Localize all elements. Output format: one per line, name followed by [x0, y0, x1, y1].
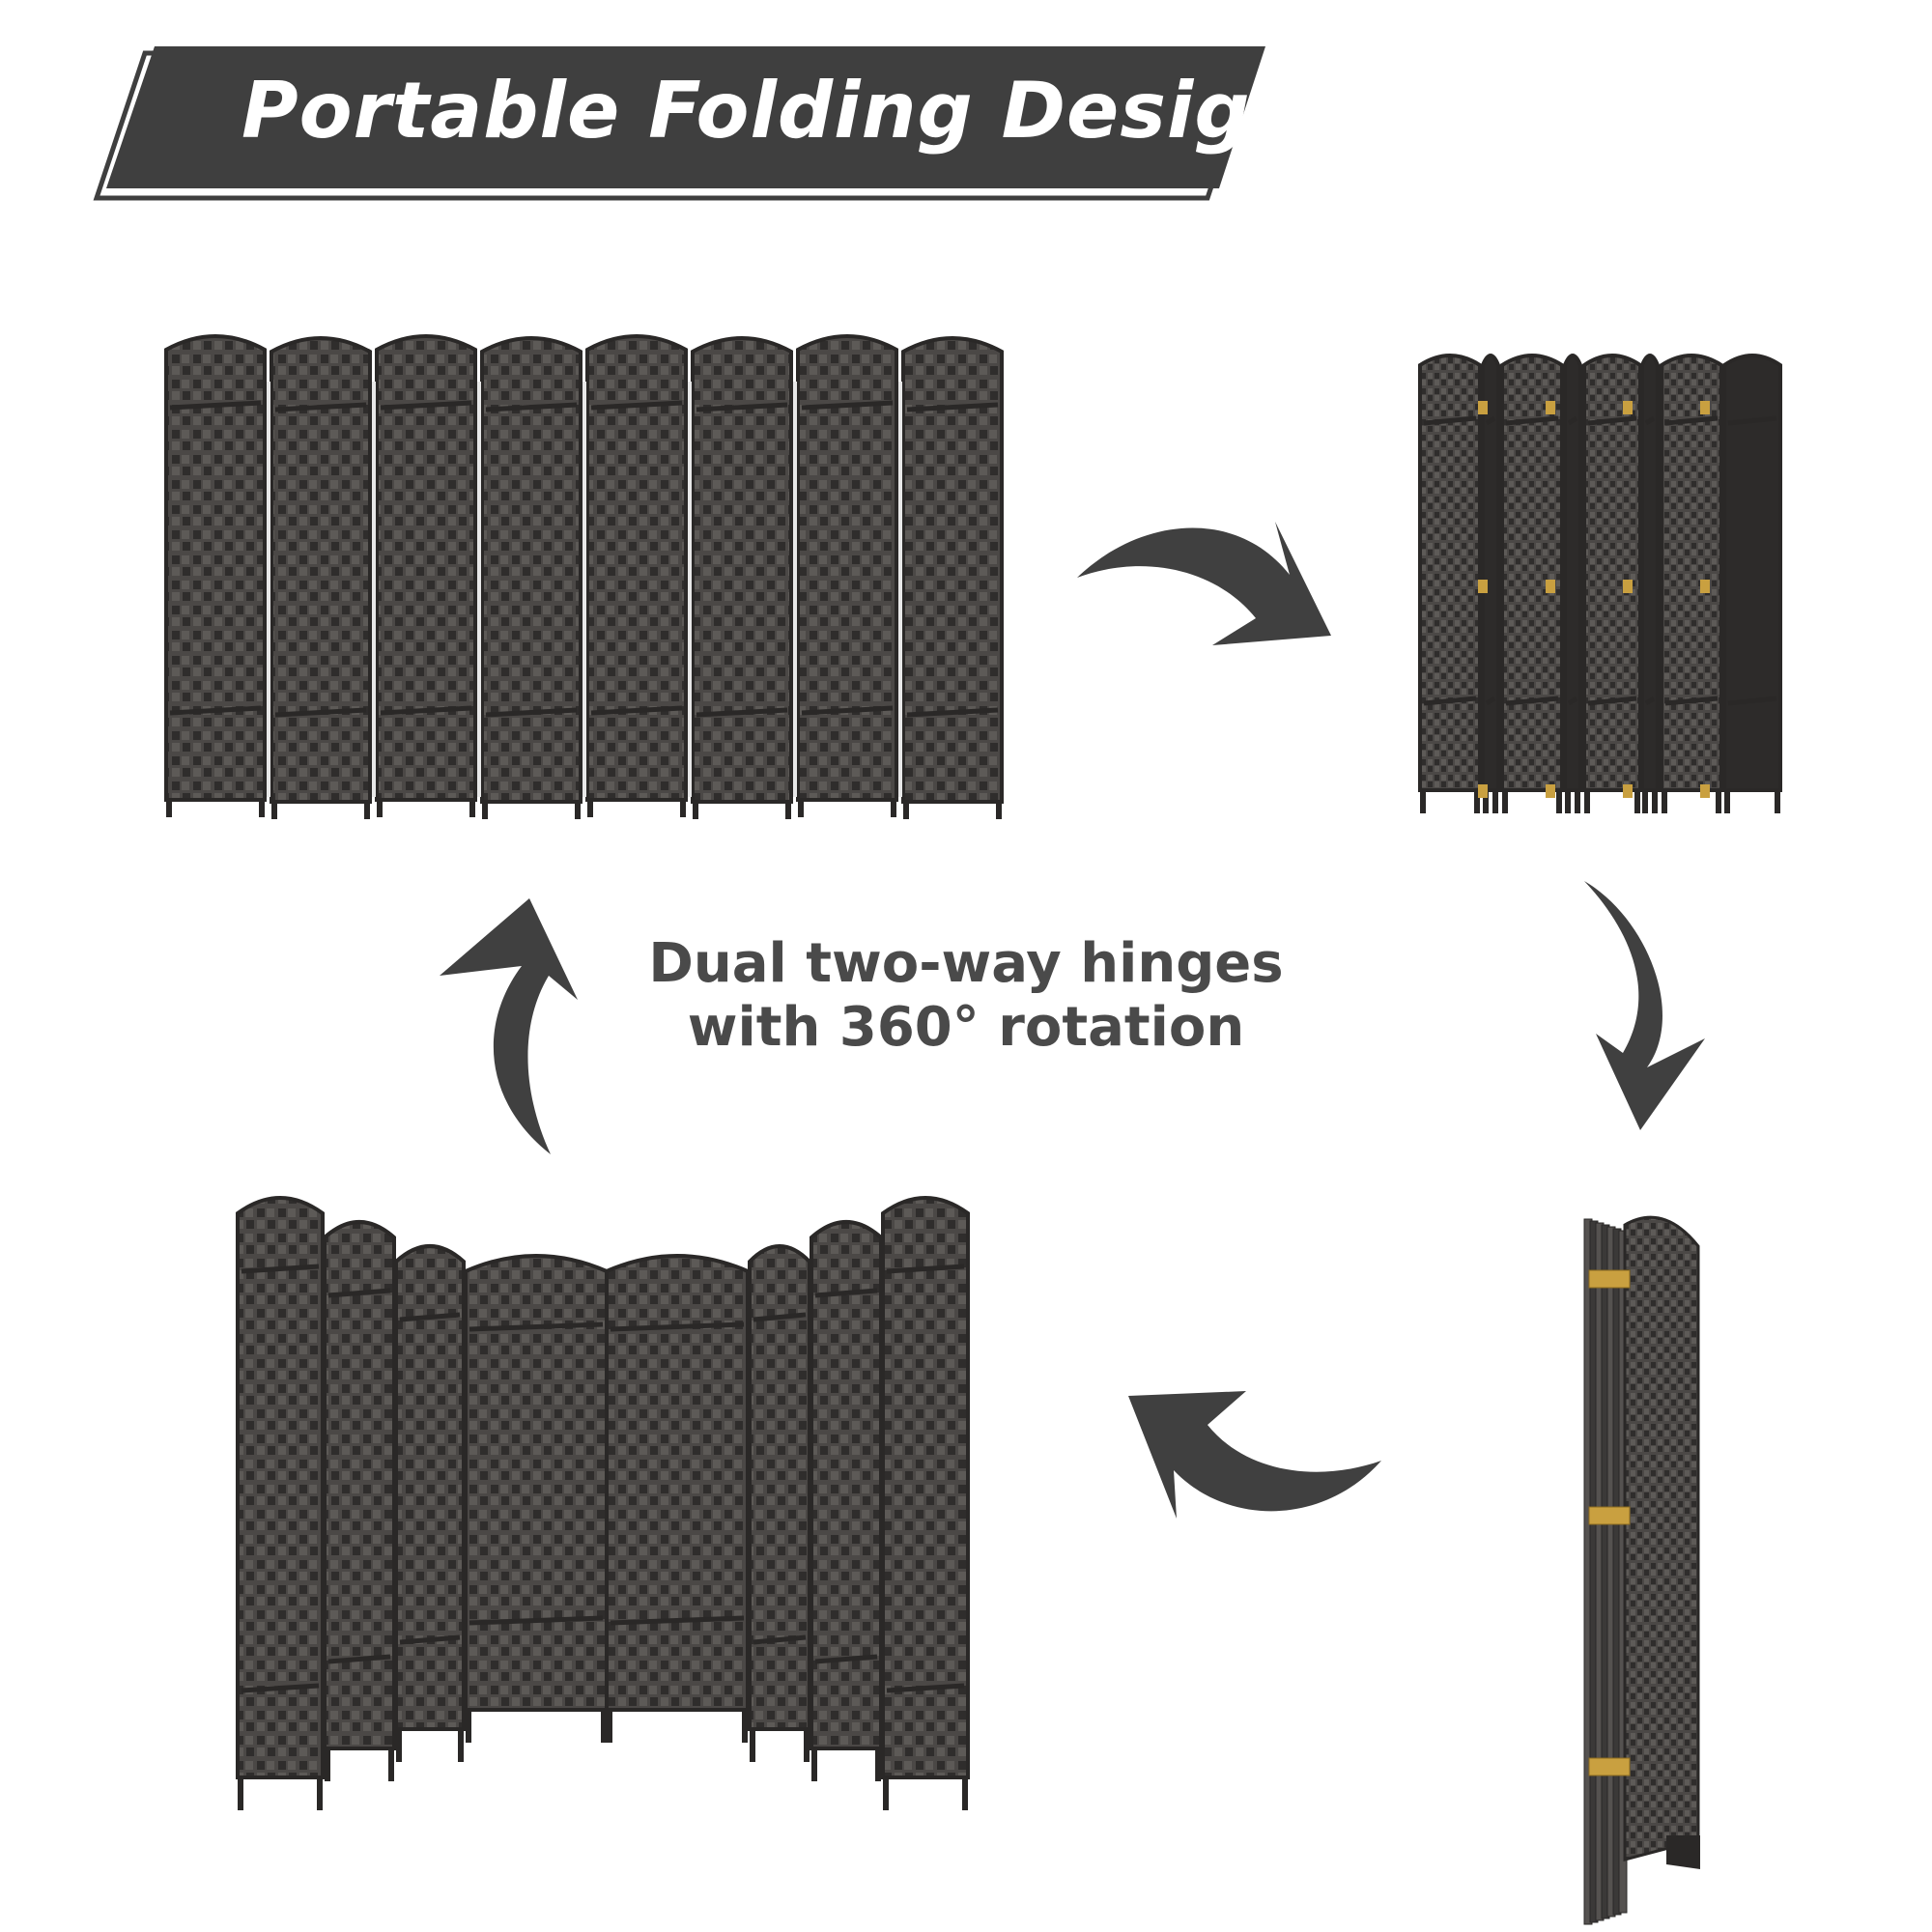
title-banner-area: Portable Folding Design: [0, 0, 1932, 251]
banner-title: Portable Folding Design: [242, 66, 1307, 156]
hinge: [1700, 784, 1710, 798]
hinge: [1546, 784, 1555, 798]
screen-panel: [464, 1254, 609, 1743]
screen-panel: [748, 1244, 811, 1762]
hinge-gap: [267, 382, 270, 797]
screen-folded-stack: [1583, 1215, 1700, 1925]
curved-arrow-right-icon: [1077, 522, 1331, 645]
screen-curved-arrangement: [236, 1196, 970, 1810]
screen-panel: [1722, 354, 1782, 813]
hinge-gap: [898, 382, 902, 797]
screen-panel: [236, 1196, 325, 1810]
screen-panel: [270, 336, 372, 819]
hinge: [1623, 784, 1633, 798]
screen-panel: [881, 1196, 970, 1810]
screen-panel: [605, 1254, 750, 1743]
title-banner: [93, 46, 1265, 201]
screen-panel: [1481, 354, 1500, 813]
screen-panel: [1660, 354, 1723, 813]
folded-front-panel: [1623, 1215, 1700, 1861]
screen-panel: [323, 1220, 396, 1781]
hinge: [1588, 1757, 1631, 1776]
screen-panel: [1500, 354, 1564, 813]
hinge: [1478, 580, 1488, 593]
screen-panel: [1563, 354, 1582, 813]
hinge: [1700, 580, 1710, 593]
screen-panel: [796, 334, 898, 817]
screen-zigzag-folded: [1418, 354, 1782, 813]
caption-line-1: Dual two-way hinges: [648, 932, 1284, 995]
screen-panel: [810, 1220, 883, 1781]
hinge: [1700, 401, 1710, 414]
screen-panel: [375, 334, 477, 817]
screen-panel: [1640, 354, 1660, 813]
hinge-gap: [372, 382, 376, 797]
screen-unfolded-straight: [164, 334, 1004, 819]
hinge: [1623, 580, 1633, 593]
hinge: [1623, 401, 1633, 414]
hinge-gap: [793, 382, 797, 797]
hinge: [1478, 784, 1488, 798]
curved-arrow-up-icon: [440, 898, 578, 1154]
screen-panel: [480, 336, 582, 819]
hinge: [1546, 580, 1555, 593]
screen-panel: [691, 336, 793, 819]
screen-panel: [585, 334, 688, 817]
hinge: [1588, 1506, 1631, 1525]
screen-panel: [1418, 354, 1482, 813]
hinge: [1546, 401, 1555, 414]
curved-arrow-left-icon: [1128, 1391, 1381, 1519]
hinge-gap: [582, 382, 586, 797]
hinge-gap: [688, 382, 692, 797]
screen-panel: [901, 336, 1004, 819]
hinge: [1478, 401, 1488, 414]
hinge: [1588, 1269, 1631, 1289]
folded-foot: [1666, 1835, 1700, 1869]
screen-panel: [164, 334, 267, 817]
screen-panel: [394, 1244, 466, 1762]
hinge-gap: [477, 382, 481, 797]
caption-line-2: with 360° rotation: [687, 996, 1245, 1059]
curved-arrow-down-icon: [1584, 881, 1705, 1130]
feature-caption: Dual two-way hinges with 360° rotation: [618, 932, 1314, 1060]
